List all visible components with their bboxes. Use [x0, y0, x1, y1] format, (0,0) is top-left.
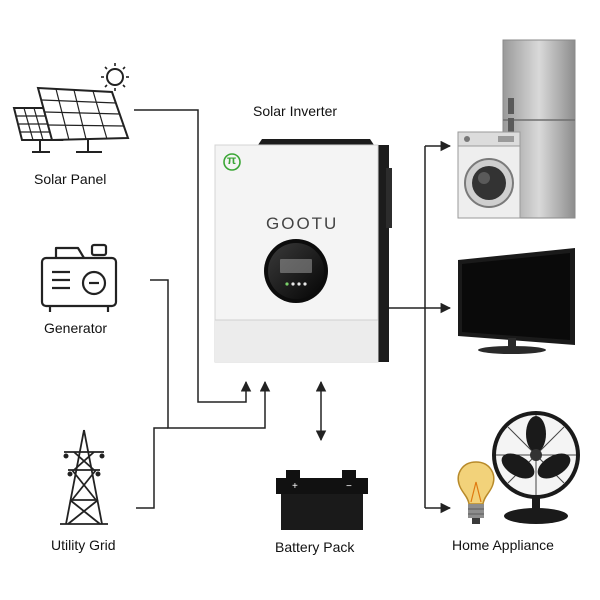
utility-grid-icon	[60, 429, 108, 525]
fan-icon	[492, 411, 580, 524]
washing-machine-icon	[457, 131, 521, 219]
inverter-device	[214, 139, 392, 363]
solar-panel-label: Solar Panel	[34, 171, 107, 187]
svg-text:+: +	[292, 481, 298, 492]
grid-to-inverter-line	[136, 427, 168, 509]
battery-icon: + −	[276, 470, 368, 530]
light-bulb-icon	[457, 461, 495, 524]
svg-text:−: −	[346, 481, 352, 492]
utility-grid-label: Utility Grid	[51, 537, 116, 553]
battery-pack-label: Battery Pack	[275, 539, 355, 555]
inverter-logo-icon	[223, 153, 241, 171]
inverter-brand: GOOTU	[266, 214, 339, 233]
home-appliance-label: Home Appliance	[452, 537, 554, 553]
inverter-display	[264, 239, 328, 303]
generator-icon	[40, 243, 118, 312]
connection-lines	[134, 109, 452, 514]
inverter-logo-glyph: π	[227, 153, 237, 167]
television-icon	[458, 248, 575, 354]
solar-panel-icon	[12, 63, 130, 153]
solar-to-inverter-line	[134, 109, 252, 403]
generator-label: Generator	[44, 320, 108, 336]
inverter-title: Solar Inverter	[253, 103, 338, 119]
